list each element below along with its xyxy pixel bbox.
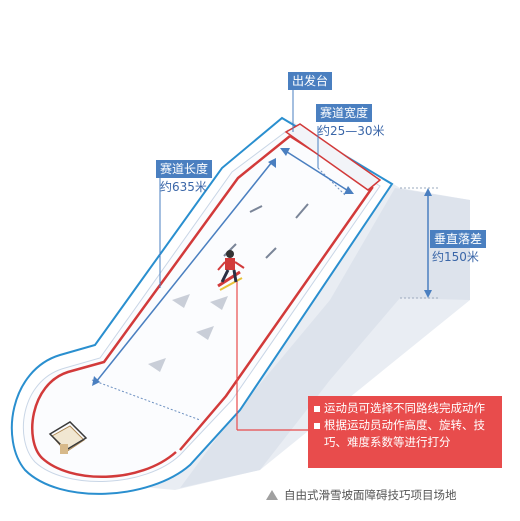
triangle-icon — [266, 490, 278, 500]
length-arrow-head-a — [268, 158, 276, 168]
bullet-square-icon — [314, 423, 320, 429]
finish-dotted-line — [91, 379, 201, 421]
start-label: 出发台 — [288, 72, 333, 90]
rail-left — [31, 135, 291, 479]
width-arrow-head-b — [344, 186, 354, 194]
length-arrow-head-b — [92, 376, 100, 386]
jump — [172, 294, 190, 308]
info-item: 根据运动员动作高度、旋转、技巧、难度系数等进行打分 — [314, 417, 496, 451]
width-title: 赛道宽度 — [316, 104, 373, 122]
info-item-text: 根据运动员动作高度、旋转、技巧、难度系数等进行打分 — [324, 418, 485, 449]
start-platform — [284, 123, 382, 191]
caption-text: 自由式滑雪坡面障碍技巧项目场地 — [284, 488, 457, 502]
length-title: 赛道长度 — [156, 160, 213, 178]
width-value: 约25—30米 — [318, 124, 385, 138]
caption: 自由式滑雪坡面障碍技巧项目场地 — [266, 487, 457, 503]
skier — [217, 250, 245, 291]
length-arrow — [95, 161, 273, 383]
obstacle-rail — [265, 247, 277, 259]
drop-arrow-head-b — [424, 290, 432, 298]
width-arrow-head-a — [280, 148, 290, 156]
info-item-text: 运动员可选择不同路线完成动作 — [324, 401, 485, 415]
finish-building — [48, 421, 88, 454]
jump — [148, 358, 166, 372]
obstacle-rail — [249, 205, 263, 213]
length-value: 约635米 — [160, 180, 207, 194]
info-box: 运动员可选择不同路线完成动作 根据运动员动作高度、旋转、技巧、难度系数等进行打分 — [308, 396, 502, 468]
jump — [210, 296, 228, 310]
width-arrow — [283, 149, 351, 193]
drop-title: 垂直落差 — [430, 230, 487, 248]
snow-surface — [22, 129, 381, 482]
start-dotted-line — [317, 167, 347, 197]
drop-value: 约150米 — [432, 250, 479, 264]
drop-arrow-head-a — [424, 188, 432, 196]
bullet-square-icon — [314, 406, 320, 412]
jump — [196, 326, 214, 340]
mountain-face — [180, 188, 470, 488]
info-item: 运动员可选择不同路线完成动作 — [314, 400, 496, 417]
obstacle-rail — [295, 203, 309, 219]
